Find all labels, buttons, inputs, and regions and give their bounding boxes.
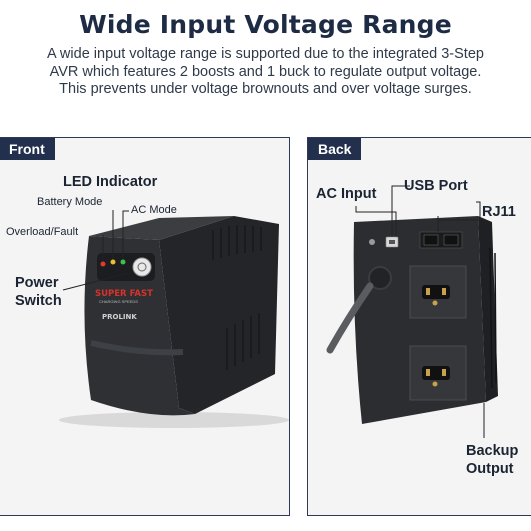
overload-fault-label: Overload/Fault bbox=[6, 226, 79, 238]
backup-output-label: Backup Output bbox=[466, 442, 518, 478]
front-leader-lines bbox=[62, 210, 130, 291]
back-side-slits bbox=[489, 247, 497, 389]
power-switch-label-line: Switch bbox=[15, 293, 62, 309]
side-vents bbox=[212, 225, 262, 370]
power-cord bbox=[326, 282, 374, 354]
screw-icon bbox=[369, 239, 375, 245]
backup-output-label-line: Output bbox=[466, 461, 514, 477]
back-tab: Back bbox=[308, 138, 362, 160]
overload-fault-led bbox=[100, 261, 106, 267]
power-switch-label-line: Power bbox=[15, 275, 59, 291]
outlet-1-pin bbox=[426, 288, 430, 295]
description-line: AVR which features 2 boosts and 1 buck t… bbox=[49, 63, 482, 80]
rj11-label: RJ11 bbox=[482, 204, 516, 220]
ac-input-label: AC Input bbox=[316, 186, 377, 202]
prolink-brand: PROLINK bbox=[102, 313, 137, 321]
description: A wide input voltage range is supported … bbox=[20, 46, 511, 99]
device-side bbox=[159, 216, 279, 414]
device-top bbox=[89, 216, 234, 240]
power-switch-button[interactable] bbox=[132, 257, 152, 277]
ac-mode-led bbox=[120, 259, 126, 265]
superfast-tagline: CHARGING SPEEDS bbox=[99, 299, 138, 304]
description-line: A wide input voltage range is supported … bbox=[47, 46, 484, 62]
description-line: This prevents under voltage brownouts an… bbox=[59, 81, 472, 97]
back-leader-lines bbox=[355, 185, 485, 438]
rj11-port-in bbox=[423, 234, 439, 246]
outlet-1-ground bbox=[432, 300, 438, 306]
outlet-2-pin bbox=[426, 369, 430, 376]
backup-outlet-2 bbox=[409, 345, 467, 401]
device-shadow bbox=[59, 412, 289, 428]
page-title: Wide Input Voltage Range bbox=[79, 10, 452, 39]
back-side bbox=[478, 216, 498, 402]
outlet-2-ground bbox=[432, 381, 438, 387]
front-panel: Front bbox=[0, 137, 290, 516]
led-indicator-label: LED Indicator bbox=[63, 174, 158, 190]
back-panel: Back bbox=[307, 137, 531, 516]
power-symbol-icon bbox=[137, 262, 147, 272]
ac-mode-label: AC Mode bbox=[131, 204, 177, 216]
outlet-1-pin bbox=[442, 288, 446, 295]
battery-mode-label: Battery Mode bbox=[37, 196, 103, 208]
front-ridge bbox=[90, 340, 184, 356]
front-tab: Front bbox=[0, 138, 55, 160]
rj11-port-out bbox=[443, 234, 459, 246]
front-device-illustration: SUPER FAST CHARGING SPEEDS PROLINK bbox=[59, 210, 289, 428]
backup-output-label-line: Backup bbox=[466, 443, 519, 459]
outlet-2-pin bbox=[442, 369, 446, 376]
back-device-illustration bbox=[326, 185, 498, 438]
usb-port-inner bbox=[389, 240, 395, 244]
battery-mode-led bbox=[110, 259, 116, 265]
power-switch-label: Power Switch bbox=[15, 274, 62, 310]
usb-port-label: USB Port bbox=[404, 178, 468, 194]
ac-input-socket bbox=[368, 266, 392, 290]
superfast-logo: SUPER FAST bbox=[95, 289, 153, 299]
